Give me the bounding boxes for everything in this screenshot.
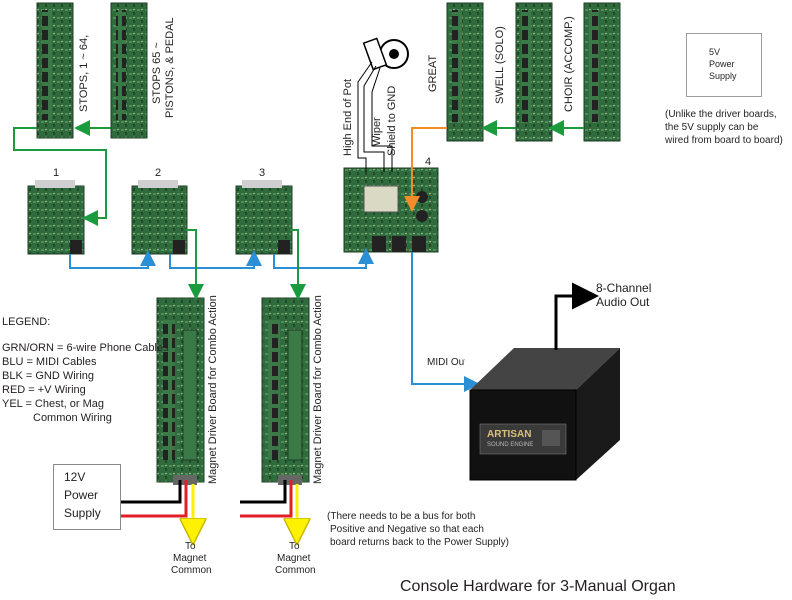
psu-5v-note-3: wired from board to board) bbox=[665, 135, 783, 146]
driver-board-2 bbox=[131, 180, 188, 255]
stops-65-label-2: PISTONS, & PEDAL bbox=[164, 17, 176, 118]
magnet-board-a-label: Magnet Driver Board for Combo Action bbox=[207, 295, 219, 484]
box-sub: SOUND ENGINE bbox=[487, 442, 534, 448]
stops-65-board bbox=[110, 2, 148, 139]
driver-2-number: 2 bbox=[155, 167, 162, 179]
legend-item-1: GRN/ORN = 6-wire Phone Cables bbox=[2, 342, 169, 354]
midi-out-label: MIDI Out bbox=[427, 357, 465, 368]
magnet-common-b-2: Magnet bbox=[277, 553, 311, 564]
bus-note-2: Positive and Negative so that each bbox=[330, 524, 484, 535]
shield-label: Shield to GND bbox=[386, 85, 398, 156]
psu-5v-box: 5V Power Supply bbox=[686, 33, 762, 97]
page-title: Console Hardware for 3-Manual Organ bbox=[400, 578, 676, 595]
bus-note-3: board returns back to the Power Supply) bbox=[330, 537, 509, 548]
bus-note-1: (There needs to be a bus for both bbox=[327, 511, 476, 522]
legend-item-4: RED = +V Wiring bbox=[2, 384, 86, 396]
psu-12v-line2: Power bbox=[64, 488, 99, 502]
legend-item-6: Common Wiring bbox=[33, 412, 112, 424]
psu-12v-box: 12V Power Supply bbox=[53, 464, 121, 530]
potentiometer-icon bbox=[362, 37, 409, 71]
box-brand: ARTISAN bbox=[487, 429, 532, 440]
great-board bbox=[446, 2, 484, 142]
choir-label: CHOIR (ACCOMP.) bbox=[563, 16, 575, 112]
driver-board-3 bbox=[235, 180, 293, 255]
psu-12v-line1: 12V bbox=[64, 470, 86, 484]
magnet-common-b-1: To bbox=[289, 541, 300, 552]
choir-board bbox=[583, 2, 621, 142]
sound-engine-box bbox=[469, 348, 620, 481]
audio-out-line1: 8-Channel bbox=[596, 281, 652, 295]
driver-board-1 bbox=[27, 180, 85, 255]
psu-5v-line1: 5V bbox=[709, 47, 721, 57]
stops-1-64-board bbox=[36, 2, 74, 139]
psu-5v-line2: Power bbox=[709, 59, 735, 69]
stops-1-64-label: STOPS, 1 ~ 64, bbox=[78, 34, 90, 112]
high-end-pot-label: High End of Pot bbox=[342, 78, 354, 156]
magnet-common-b-3: Common bbox=[275, 565, 316, 576]
wiper-label: Wiper bbox=[371, 117, 383, 146]
driver-3-number: 3 bbox=[259, 167, 266, 179]
interface-board-4 bbox=[343, 167, 439, 253]
swell-board bbox=[515, 2, 553, 142]
great-label: GREAT bbox=[427, 54, 439, 92]
legend-item-5: YEL = Chest, or Mag bbox=[2, 398, 105, 410]
legend-item-3: BLK = GND Wiring bbox=[2, 370, 94, 382]
stops-65-label-1: STOPS 65 ~ bbox=[151, 42, 163, 104]
swell-label: SWELL (SOLO) bbox=[494, 26, 506, 104]
magnet-board-a bbox=[156, 297, 205, 485]
psu-12v-line3: Supply bbox=[64, 506, 101, 520]
legend-title: LEGEND: bbox=[2, 316, 51, 328]
interface-4-number: 4 bbox=[425, 156, 432, 168]
audio-out-arrow-icon bbox=[554, 282, 599, 350]
magnet-common-a-2: Magnet bbox=[173, 553, 207, 564]
psu-5v-line3: Supply bbox=[709, 71, 737, 81]
magnet-board-b-label: Magnet Driver Board for Combo Action bbox=[312, 295, 324, 484]
magnet-board-b bbox=[261, 297, 310, 485]
legend-item-2: BLU = MIDI Cables bbox=[2, 356, 97, 368]
driver-1-number: 1 bbox=[53, 167, 60, 179]
psu-5v-note-1: (Unlike the driver boards, bbox=[665, 109, 777, 120]
psu-5v-note-2: the 5V supply can be bbox=[665, 122, 759, 133]
magnet-common-a-3: Common bbox=[171, 565, 212, 576]
audio-out-line2: Audio Out bbox=[596, 295, 650, 309]
magnet-common-a-1: To bbox=[185, 541, 196, 552]
